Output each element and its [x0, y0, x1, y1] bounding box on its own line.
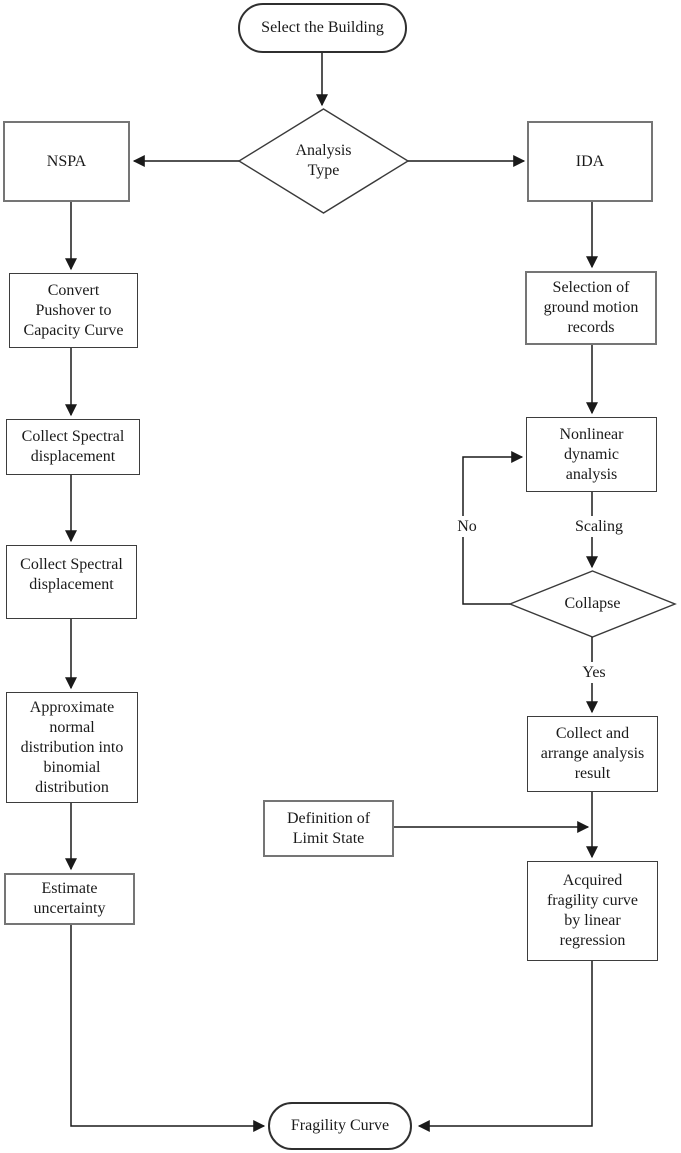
fragility-curve-node: Fragility Curve [268, 1102, 412, 1150]
collect-arrange-node: Collect and arrange analysis result [527, 716, 658, 792]
edge-label-yes: Yes [571, 662, 617, 684]
approximate-normal-node: Approximate normal distribution into bin… [6, 692, 138, 803]
estimate-uncertainty-node: Estimate uncertainty [4, 873, 135, 925]
analysis-type-diamond-label: Analysis Type [295, 142, 352, 179]
collect-spectral-node-2: Collect Spectral displacement [6, 545, 137, 619]
selection-records-node: Selection of ground motion records [525, 271, 657, 345]
collapse-diamond-label: Collapse [564, 595, 621, 612]
nspa-node: NSPA [3, 121, 130, 202]
edge-label-no: No [444, 516, 490, 538]
collect-spectral-node-1: Collect Spectral displacement [6, 419, 140, 475]
nonlinear-dynamic-node: Nonlinear dynamic analysis [526, 417, 657, 492]
convert-pushover-node: Convert Pushover to Capacity Curve [9, 273, 138, 348]
definition-limit-state-node: Definition of Limit State [263, 800, 394, 857]
edge-acquired-to-fragility [417, 961, 593, 1132]
ida-node: IDA [527, 121, 653, 202]
start-node: Select the Building [238, 3, 407, 53]
edge-estimate-to-fragility [70, 925, 266, 1132]
acquired-fragility-node: Acquired fragility curve by linear regre… [527, 861, 658, 961]
edge-label-scaling: Scaling [560, 516, 638, 538]
